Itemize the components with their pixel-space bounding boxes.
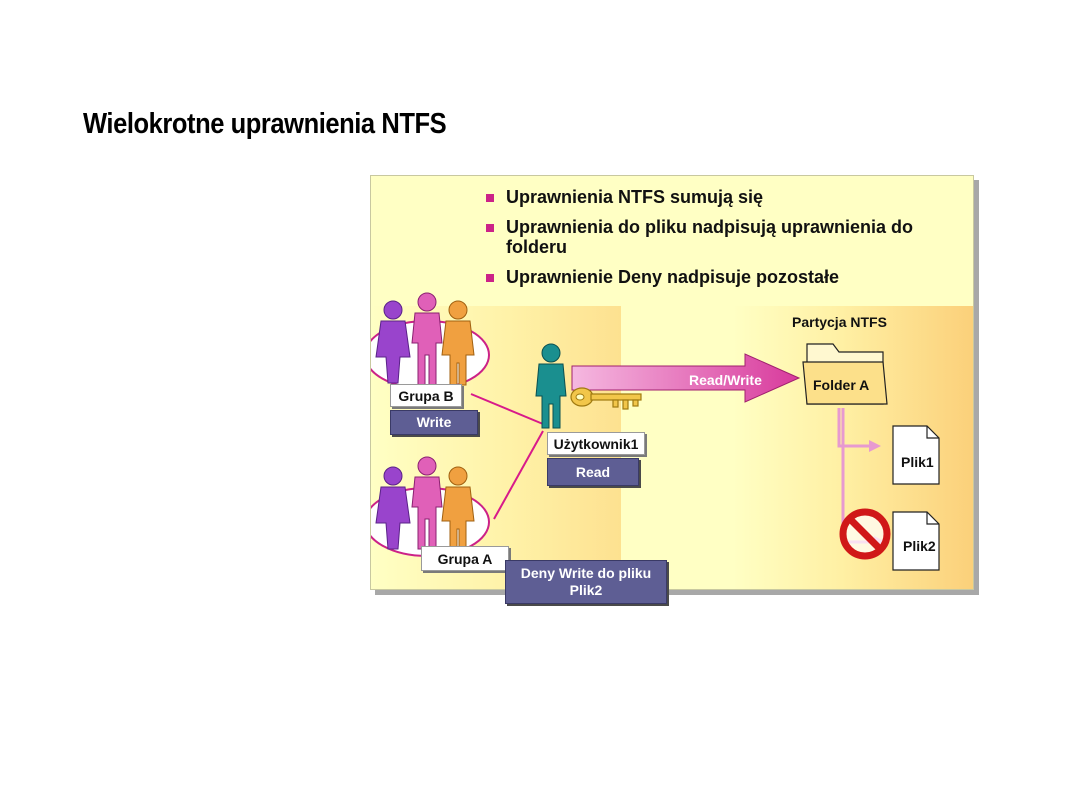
group-b-label: Grupa B [390, 384, 462, 407]
bullet-list: Uprawnienia NTFS sumują się Uprawnienia … [484, 187, 954, 297]
folder-label: Folder A [813, 377, 870, 393]
file-label: Plik2 [903, 538, 936, 554]
folder-icon [802, 343, 888, 405]
bullet-item: Uprawnienia do pliku nadpisują uprawnien… [484, 217, 954, 257]
deny-icon [839, 508, 891, 560]
bullet-square-icon [486, 224, 494, 232]
group-a-label: Grupa A [421, 546, 509, 571]
read-write-label: Read/Write [689, 372, 762, 388]
user-label: Użytkownik1 [547, 432, 645, 455]
file-icon [892, 425, 940, 485]
group-b-icon [371, 292, 490, 390]
bullet-square-icon [486, 194, 494, 202]
diagram-panel: Uprawnienia NTFS sumują się Uprawnienia … [370, 175, 974, 590]
bullet-square-icon [486, 274, 494, 282]
file-label: Plik1 [901, 454, 934, 470]
group-a-permission: Deny Write do pliku Plik2 [505, 560, 667, 604]
key-icon [570, 387, 642, 410]
partition-label: Partycja NTFS [792, 314, 887, 330]
page-title: Wielokrotne uprawnienia NTFS [83, 108, 447, 140]
file-icon [892, 511, 940, 571]
bullet-item: Uprawnienie Deny nadpisuje pozostałe [484, 267, 954, 287]
bullet-item: Uprawnienia NTFS sumują się [484, 187, 954, 207]
read-write-arrow-icon [571, 353, 801, 403]
group-a-icon [371, 456, 490, 557]
group-b-permission: Write [390, 410, 478, 435]
user-permission: Read [547, 458, 639, 486]
user-icon [535, 343, 567, 429]
